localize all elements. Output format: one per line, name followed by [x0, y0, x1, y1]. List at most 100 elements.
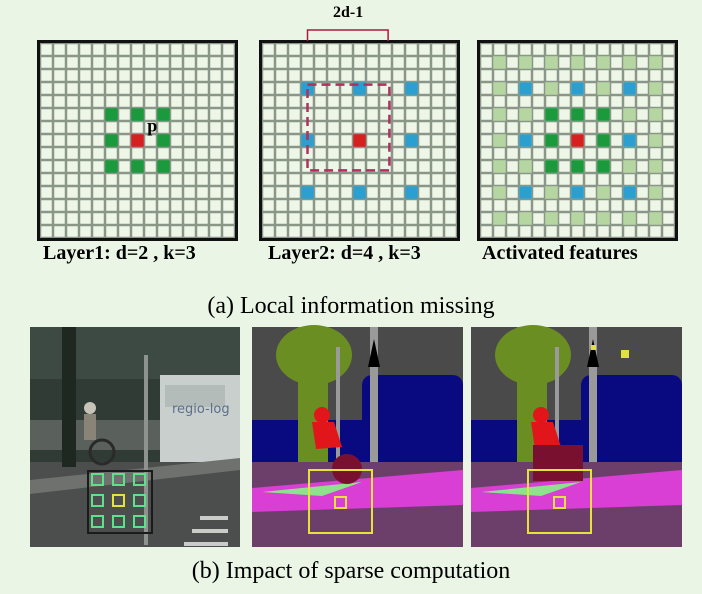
layer1-grid-cell — [184, 226, 195, 237]
layer2-grid-cell — [380, 187, 391, 198]
activated-grid-cell — [546, 174, 557, 185]
activated-grid-cell — [533, 122, 544, 133]
layer1-grid-cell — [80, 96, 91, 107]
photo-kernel-cell — [91, 473, 104, 486]
activated-cell — [571, 212, 584, 225]
layer1-grid-cell — [93, 57, 104, 68]
photo-bicycle-wheel — [88, 438, 116, 466]
layer2-grid-cell — [406, 109, 417, 120]
activated-cell — [623, 212, 636, 225]
photo-van-text: regio-log — [172, 402, 230, 417]
layer1-grid-cell — [93, 70, 104, 81]
layer2-grid-cell — [341, 70, 352, 81]
layer1-grid-cell — [106, 70, 117, 81]
layer1-label: Layer1: d=2 , k=3 — [43, 242, 196, 264]
activated-layer1-cell — [597, 134, 610, 147]
activated-grid-cell — [637, 213, 648, 224]
activated-grid-cell — [637, 161, 648, 172]
layer1-grid-cell — [93, 83, 104, 94]
layer1-grid-cell — [132, 96, 143, 107]
layer2-grid-cell — [341, 174, 352, 185]
layer2-grid-cell — [289, 83, 300, 94]
layer2-grid-cell — [445, 213, 456, 224]
layer2-grid-cell — [315, 187, 326, 198]
layer2-grid-cell — [302, 122, 313, 133]
layer1-grid-cell — [171, 70, 182, 81]
layer1-grid-cell — [106, 122, 117, 133]
layer2-grid-cell — [328, 161, 339, 172]
activated-layer2-cell — [623, 134, 636, 147]
activated-layer2-cell — [571, 186, 584, 199]
layer2-grid-cell — [419, 135, 430, 146]
layer1-grid-cell — [119, 174, 130, 185]
layer1-grid-cell — [223, 161, 234, 172]
layer2-grid-cell — [367, 174, 378, 185]
activated-grid-cell — [520, 226, 531, 237]
layer2-grid-cell — [341, 226, 352, 237]
layer1-grid-cell — [145, 135, 156, 146]
activated-grid-cell — [572, 148, 583, 159]
activated-grid-cell — [598, 226, 609, 237]
activated-cell — [545, 186, 558, 199]
activated-layer1-cell — [545, 134, 558, 147]
layer1-grid-cell — [41, 96, 52, 107]
activated-grid-cell — [611, 226, 622, 237]
layer2-grid-cell — [419, 122, 430, 133]
activated-grid-cell — [481, 148, 492, 159]
activated-grid-cell — [559, 148, 570, 159]
layer1-grid-cell — [93, 96, 104, 107]
activated-grid-cell — [507, 70, 518, 81]
activated-grid-cell — [572, 70, 583, 81]
layer2-grid-cell — [367, 83, 378, 94]
layer2-grid-cell — [289, 148, 300, 159]
layer1-grid-cell — [197, 200, 208, 211]
activated-grid-cell — [507, 57, 518, 68]
point-p-label: p — [147, 115, 157, 135]
photo-kernel-cell — [91, 515, 104, 528]
layer1-grid-cell — [210, 187, 221, 198]
layer1-grid-cell — [106, 213, 117, 224]
layer1-grid-cell — [145, 83, 156, 94]
layer2-grid-cell — [354, 226, 365, 237]
layer2-grid-cell — [276, 213, 287, 224]
layer1-grid-cell — [132, 57, 143, 68]
layer1-grid-cell — [67, 57, 78, 68]
layer2-label: Layer2: d=4 , k=3 — [268, 242, 421, 264]
layer2-grid-cell — [419, 200, 430, 211]
layer2-grid-cell — [263, 148, 274, 159]
layer2-grid-cell — [315, 226, 326, 237]
layer2-grid-cell — [302, 70, 313, 81]
activated-grid-cell — [585, 174, 596, 185]
layer2-grid-cell — [406, 57, 417, 68]
layer1-grid-cell — [158, 226, 169, 237]
activated-grid-cell — [559, 57, 570, 68]
layer2-grid-cell — [289, 122, 300, 133]
layer1-grid-cell — [119, 187, 130, 198]
segmentation-dense-kernel-center — [334, 496, 347, 509]
layer1-grid-cell — [93, 148, 104, 159]
layer1-grid-cell — [93, 44, 104, 55]
activated-cell — [493, 160, 506, 173]
layer1-grid-cell — [158, 174, 169, 185]
activated-grid-cell — [611, 109, 622, 120]
layer1-grid-cell — [54, 135, 65, 146]
layer2-grid-cell — [354, 200, 365, 211]
layer2-grid-cell — [367, 148, 378, 159]
activated-cell — [493, 212, 506, 225]
activated-grid-cell — [637, 83, 648, 94]
layer1-grid-cell — [54, 70, 65, 81]
layer2-grid-cell — [367, 122, 378, 133]
layer2-grid-cell — [432, 161, 443, 172]
activated-layer1-cell — [545, 160, 558, 173]
activated-grid-cell — [624, 44, 635, 55]
layer1-grid-cell — [67, 226, 78, 237]
layer2-grid-cell — [406, 44, 417, 55]
layer1-grid-cell — [171, 135, 182, 146]
layer2-grid-cell — [276, 122, 287, 133]
layer1-grid-cell — [119, 213, 130, 224]
layer1-grid-cell — [158, 83, 169, 94]
activated-grid-cell — [559, 109, 570, 120]
activated-grid-cell — [637, 109, 648, 120]
layer1-grid-cell — [119, 148, 130, 159]
activated-grid-cell — [533, 57, 544, 68]
